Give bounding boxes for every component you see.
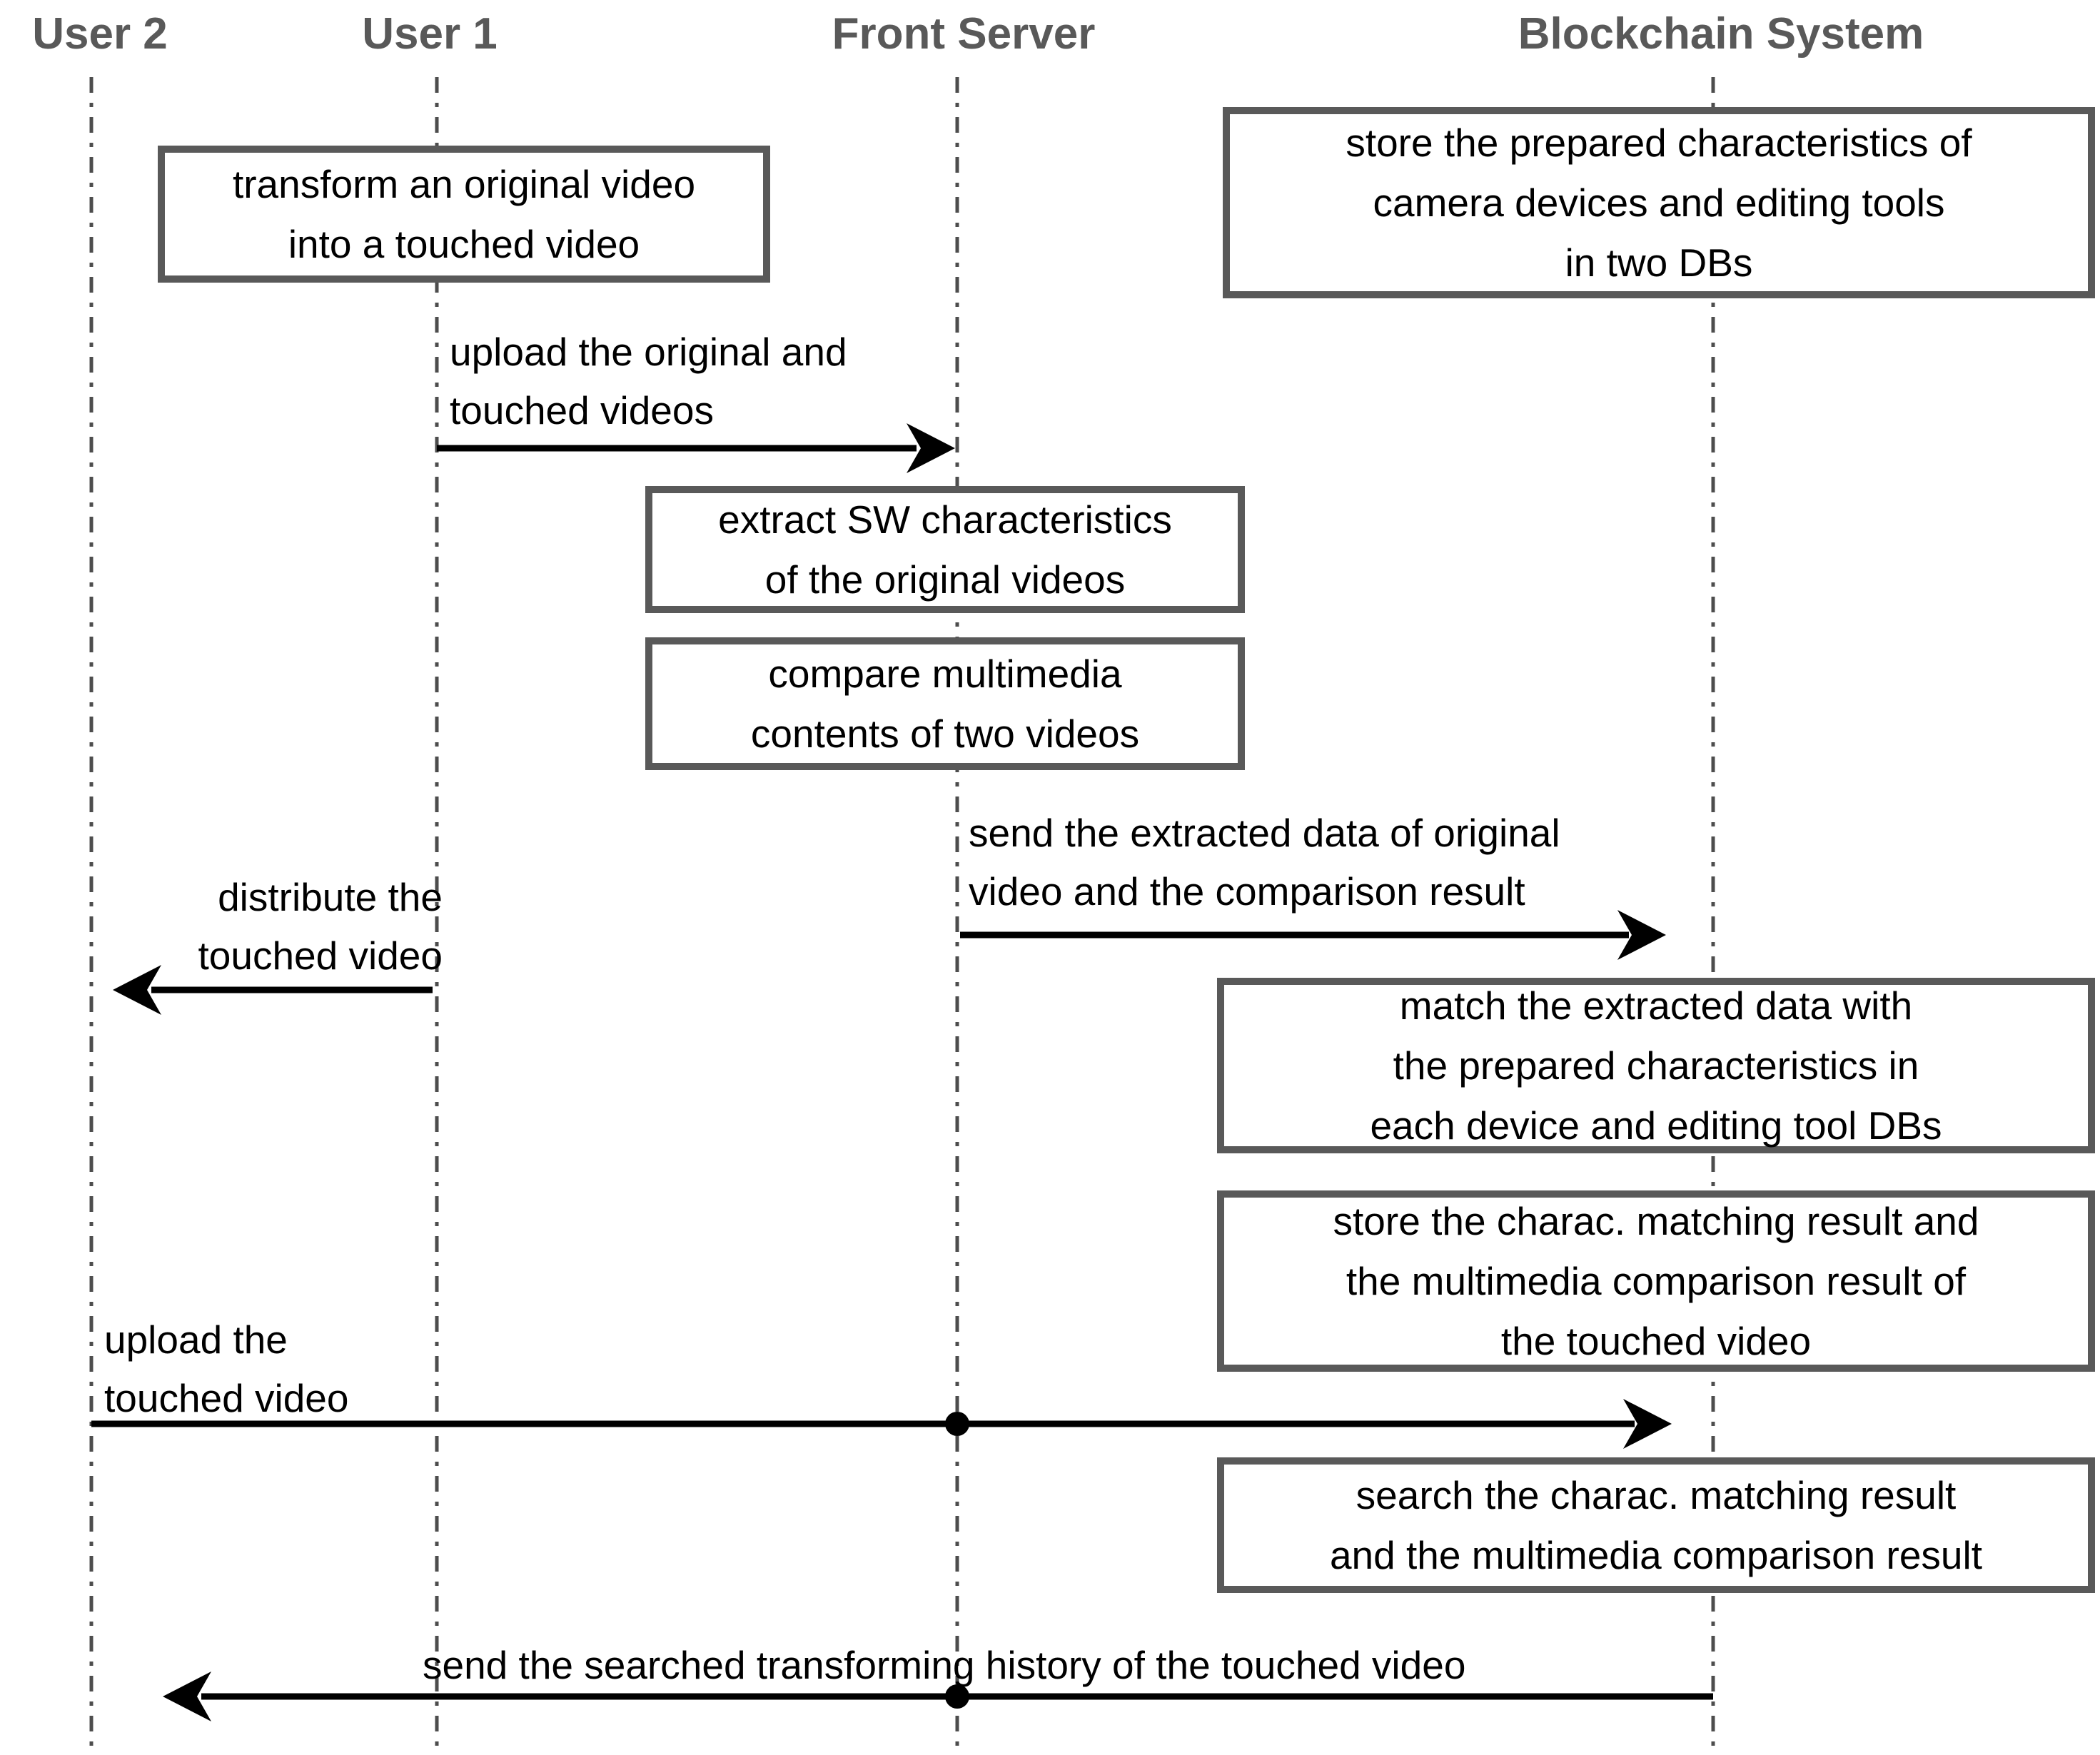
box-compare-multimedia: compare multimedia contents of two video… — [645, 637, 1245, 770]
box-extract-sw: extract SW characteristics of the origin… — [645, 486, 1245, 613]
actor-label-front-server: Front Server — [832, 9, 1096, 59]
actor-label-user1: User 1 — [362, 9, 498, 59]
message-label-send-history: send the searched transforming history o… — [423, 1643, 1466, 1687]
message-label-upload-touched: upload the touched video — [104, 1317, 349, 1420]
arrowhead-right-icon — [1623, 1399, 1672, 1449]
box-store-characteristics: store the prepared characteristics of ca… — [1223, 107, 2095, 298]
junction-dot-icon — [945, 1684, 969, 1709]
arrowhead-left-icon — [113, 965, 161, 1015]
message-label-upload-original: upload the original and touched videos — [450, 330, 847, 433]
message-label-send-extracted: send the extracted data of original vide… — [969, 811, 1560, 914]
box-search-matching-result: search the charac. matching result and t… — [1217, 1457, 2095, 1593]
arrowhead-right-icon — [907, 423, 955, 473]
arrowhead-left-icon — [163, 1671, 211, 1721]
junction-dot-icon — [945, 1412, 969, 1436]
message-label-distribute: distribute the touched video — [198, 875, 443, 978]
actor-label-user2: User 2 — [32, 9, 168, 59]
box-store-matching-result: store the charac. matching result and th… — [1217, 1190, 2095, 1372]
box-match-extracted-data: match the extracted data with the prepar… — [1217, 978, 2095, 1153]
box-transform-video: transform an original video into a touch… — [158, 146, 770, 283]
arrowhead-right-icon — [1617, 910, 1666, 960]
actor-label-blockchain-system: Blockchain System — [1518, 9, 1924, 59]
